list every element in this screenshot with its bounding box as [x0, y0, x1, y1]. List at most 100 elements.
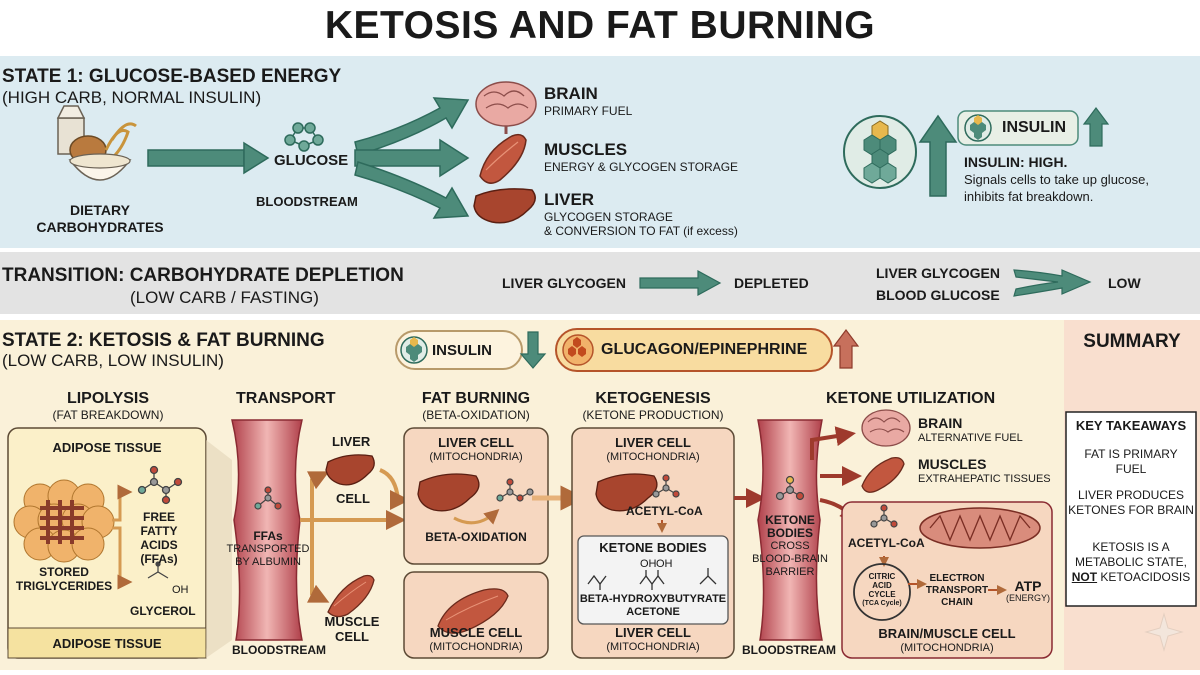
ketone-oh-2: OH — [656, 558, 673, 570]
util-brain-desc: ALTERNATIVE FUEL — [918, 432, 1023, 444]
fat-burning-sub: (BETA-OXIDATION) — [422, 408, 530, 422]
ffas-label: FFAs — [253, 529, 283, 543]
takeaway-1-line2: FUEL — [1115, 462, 1147, 476]
fat-burning-heading: FAT BURNING — [421, 390, 531, 407]
util-muscles: MUSCLES — [918, 456, 987, 472]
lipolysis-sub: (FAT BREAKDOWN) — [52, 408, 164, 422]
ketone-transport-label: KETONE BODIES CROSS BLOOD-BRAIN BARRIER — [752, 514, 828, 579]
adipose-tissue-bottom-label: ADIPOSE TISSUE — [52, 636, 162, 651]
tca-cycle-label: CITRIC ACID CYCLE (TCA Cycle) — [858, 572, 906, 608]
liver-target: LIVER GLYCOGEN STORAGE & CONVERSION TO F… — [544, 190, 738, 238]
ketone-bloodstream-label: BLOODSTREAM — [742, 643, 836, 657]
takeaway-3: KETOSIS IS A METABOLIC STATE, NOT KETOAC… — [1066, 540, 1196, 585]
utilization-muscles-label: MUSCLES EXTRAHEPATIC TISSUES — [918, 457, 1051, 487]
bloodstream-label: BLOODSTREAM — [256, 194, 358, 209]
stored-line1: STORED — [39, 565, 89, 579]
util-muscles-desc: EXTRAHEPATIC TISSUES — [918, 473, 1051, 485]
bm-mito: (MITOCHONDRIA) — [900, 642, 994, 654]
transition-heading: TRANSITION: CARBOHYDRATE DEPLETION — [2, 265, 404, 286]
bm-cell: BRAIN/MUSCLE CELL — [878, 626, 1016, 641]
utilization-heading: KETONE UTILIZATION — [826, 390, 996, 407]
state1-subheading: (HIGH CARB, NORMAL INSULIN) — [2, 88, 262, 107]
fat-burning-header: FAT BURNING (BETA-OXIDATION) — [398, 390, 554, 422]
dietary-carbohydrates-label: DIETARY CARBOHYDRATES — [36, 202, 164, 235]
ffa-line3: (FFAs) — [140, 552, 178, 566]
transport-bloodstream-label: BLOODSTREAM — [232, 643, 326, 657]
atp-sub: (ENERGY) — [1006, 593, 1051, 603]
tca-line3: CYCLE — [868, 590, 896, 599]
beta-oxidation-label: BETA-OXIDATION — [425, 530, 527, 544]
transport-muscle-label: MUSCLE CELL — [322, 614, 382, 644]
kg-bottom-mito: (MITOCHONDRIA) — [606, 641, 700, 653]
page-title: KETOSIS AND FAT BURNING — [324, 4, 876, 47]
blood-glucose-label: BLOOD GLUCOSE — [876, 287, 1000, 303]
transition-panel — [0, 252, 1200, 314]
fat-burning-muscle-cell-label: MUSCLE CELL (MITOCHONDRIA) — [404, 626, 548, 654]
takeaway-3-line2: METABOLIC STATE, — [1074, 555, 1187, 569]
liver-desc2: & CONVERSION TO FAT (if excess) — [544, 224, 738, 238]
kg-bottom-cell: LIVER CELL — [615, 625, 691, 640]
stored-triglycerides-label: STORED TRIGLYCERIDES — [14, 565, 114, 593]
lipolysis-heading: LIPOLYSIS — [66, 390, 150, 407]
ffa-line2: FATTY ACIDS — [140, 524, 178, 552]
takeaway-3-line3: NOT KETOACIDOSIS — [1066, 570, 1196, 585]
atp-label: ATP (ENERGY) — [1006, 579, 1051, 604]
glucose-label: GLUCOSE — [274, 152, 349, 169]
transition-subheading: (LOW CARB / FASTING) — [130, 288, 319, 307]
takeaway-1-line1: FAT IS PRIMARY — [1084, 447, 1178, 461]
tca-line2: ACID — [872, 581, 892, 590]
state2-subheading: (LOW CARB, LOW INSULIN) — [2, 351, 224, 370]
utilization-brain-label: BRAIN ALTERNATIVE FUEL — [918, 416, 1023, 446]
kt-line1: KETONE — [765, 513, 815, 527]
ffas-transport-label: FFAs TRANSPORTED BY ALBUMIN — [226, 530, 310, 569]
muscles-desc: ENERGY & GLYCOGEN STORAGE — [544, 160, 739, 174]
transport-heading: TRANSPORT — [236, 390, 336, 407]
ketogenesis-acetyl-label: ACETYL-CoA — [626, 504, 703, 518]
liver-desc: GLYCOGEN STORAGE — [544, 210, 673, 224]
ketogenesis-sub: (KETONE PRODUCTION) — [582, 408, 724, 422]
etc-line3: CHAIN — [941, 597, 973, 608]
adipose-tissue-top-label: ADIPOSE TISSUE — [52, 440, 162, 455]
summary-heading: SUMMARY — [1083, 331, 1181, 352]
brain-muscle-cell-label: BRAIN/MUSCLE CELL (MITOCHONDRIA) — [842, 627, 1052, 655]
insulin-desc-line2: inhibits fat breakdown. — [964, 189, 1094, 204]
takeaway-2-line1: LIVER PRODUCES — [1077, 488, 1185, 502]
etc-line2: TRANSPORT — [925, 585, 989, 596]
insulin-status: INSULIN: HIGH. — [964, 154, 1068, 170]
ffas-desc2: BY ALBUMIN — [235, 556, 301, 568]
kt-line2: BODIES — [766, 526, 813, 540]
insulin-badge-label: INSULIN — [1002, 119, 1066, 136]
tca-line4: (TCA Cycle) — [862, 600, 902, 607]
utilization-acetyl-label: ACETYL-CoA — [848, 536, 925, 550]
transport-muscle-line2: CELL — [335, 629, 369, 644]
glycerol-label: GLYCEROL — [130, 604, 196, 618]
fb-muscle-mito: (MITOCHONDRIA) — [429, 641, 523, 653]
liver-glycogen-label-2: LIVER GLYCOGEN — [876, 265, 1000, 281]
brain-desc: PRIMARY FUEL — [544, 104, 633, 118]
takeaway-3-line1: KETOSIS IS A — [1092, 540, 1170, 554]
kg-liver-mito: (MITOCHONDRIA) — [606, 451, 700, 463]
takeaway-not: NOT — [1071, 570, 1098, 584]
glycerol-oh-label: OH — [172, 584, 189, 596]
ffa-line1: FREE — [142, 510, 175, 524]
ffas-desc1: TRANSPORTED — [226, 543, 310, 555]
muscles-name: MUSCLES — [544, 140, 628, 159]
lipolysis-header: LIPOLYSIS (FAT BREAKDOWN) — [8, 390, 208, 422]
ketone-bodies-label: KETONE BODIES — [599, 540, 707, 555]
depleted-label: DEPLETED — [734, 275, 809, 291]
brain-name: BRAIN — [544, 84, 598, 103]
glucagon-pill-label: GLUCAGON/EPINEPHRINE — [601, 341, 808, 358]
acetone-label: ACETONE — [626, 606, 680, 618]
fb-muscle-cell: MUSCLE CELL — [429, 625, 523, 640]
key-takeaways-title: KEY TAKEAWAYS — [1075, 418, 1187, 433]
ketogenesis-bottom-label: LIVER CELL (MITOCHONDRIA) — [572, 626, 734, 654]
state2-heading: STATE 2: KETOSIS & FAT BURNING — [2, 330, 325, 351]
transport-liver-label: LIVER — [332, 434, 371, 449]
transport-muscle-line1: MUSCLE — [324, 614, 380, 629]
fat-burning-liver-cell-label: LIVER CELL (MITOCHONDRIA) — [404, 436, 548, 464]
free-fatty-acids-label: FREE FATTY ACIDS (FFAs) — [126, 510, 192, 566]
ketone-oh-1: OH — [640, 558, 657, 570]
stored-line2: TRIGLYCERIDES — [15, 579, 113, 593]
brain-target: BRAIN PRIMARY FUEL — [544, 84, 632, 118]
insulin-pill-label: INSULIN — [432, 342, 492, 359]
